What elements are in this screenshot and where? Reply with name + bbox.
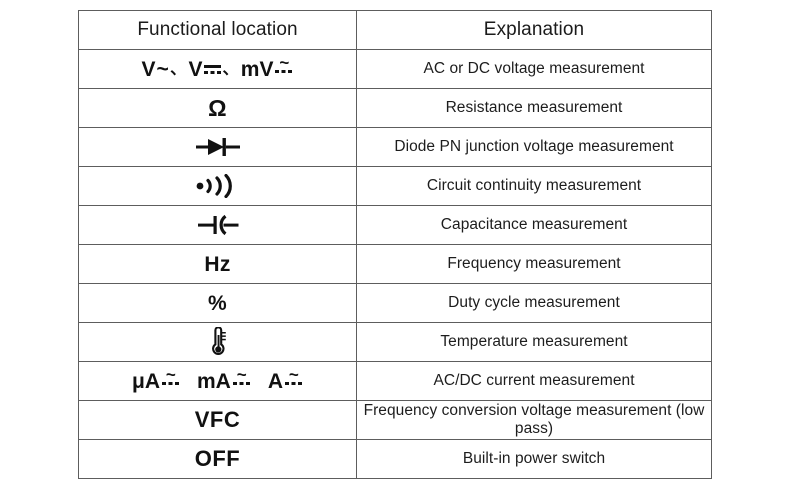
symbol-v-ac: V~	[141, 57, 170, 81]
symbol-cell-diode	[78, 127, 357, 167]
table-row: OFF Built-in power switch	[78, 439, 712, 479]
voltage-symbol-group: V~ 、 V 、 mV~	[79, 50, 356, 88]
ohm-icon: Ω	[208, 94, 227, 121]
symbol-cell-resistance: Ω	[78, 88, 357, 128]
explanation-cell: AC/DC current measurement	[356, 361, 712, 401]
symbol-cell-capacitance	[78, 205, 357, 245]
percent-label: %	[208, 291, 227, 315]
capacitor-icon	[197, 214, 239, 236]
explanation-cell: Built-in power switch	[356, 439, 712, 479]
symbol-amp-acdc: A~	[268, 366, 304, 392]
functional-location-table: Functional location Explanation V~ 、 V 、…	[78, 10, 712, 479]
symbol-separator: 、	[170, 61, 187, 78]
explanation-cell: Diode PN junction voltage measurement	[356, 127, 712, 167]
explanation-cell: Frequency conversion voltage measurement…	[356, 400, 712, 440]
diode-icon	[195, 136, 240, 158]
hz-label: Hz	[204, 252, 231, 276]
symbol-cell-duty-cycle: %	[78, 283, 357, 323]
symbol-cell-temperature	[78, 322, 357, 362]
table-row: Capacitance measurement	[78, 205, 712, 245]
table-row: Hz Frequency measurement	[78, 244, 712, 284]
current-symbol-group: μA~ mA~ A~	[79, 362, 356, 400]
symbol-mv-acdc: mV~	[241, 54, 294, 80]
symbol-microamp-acdc: μA~	[132, 366, 180, 392]
continuity-icon	[195, 173, 241, 199]
symbol-separator: 、	[222, 61, 239, 78]
off-label: OFF	[194, 446, 241, 471]
explanation-cell: Temperature measurement	[356, 322, 712, 362]
table-row: Temperature measurement	[78, 322, 712, 362]
explanation-cell: Duty cycle measurement	[356, 283, 712, 323]
explanation-cell: Frequency measurement	[356, 244, 712, 284]
explanation-cell: Capacitance measurement	[356, 205, 712, 245]
vfc-label: VFC	[194, 407, 241, 432]
symbol-cell-off: OFF	[78, 439, 357, 479]
column-header-functional-location: Functional location	[78, 10, 357, 50]
symbol-milliamp-acdc: mA~	[197, 366, 251, 392]
symbol-cell-vfc: VFC	[78, 400, 357, 440]
table-row: VFC Frequency conversion voltage measure…	[78, 400, 712, 440]
thermometer-icon	[209, 326, 227, 357]
symbol-cell-continuity	[78, 166, 357, 206]
explanation-cell: AC or DC voltage measurement	[356, 49, 712, 89]
explanation-cell: Resistance measurement	[356, 88, 712, 128]
table-row: Ω Resistance measurement	[78, 88, 712, 128]
symbol-v-dc: V	[188, 59, 222, 80]
table-header-row: Functional location Explanation	[78, 10, 712, 50]
symbol-cell-frequency: Hz	[78, 244, 357, 284]
table-row: Diode PN junction voltage measurement	[78, 127, 712, 167]
table-row: % Duty cycle measurement	[78, 283, 712, 323]
explanation-cell: Circuit continuity measurement	[356, 166, 712, 206]
symbol-cell-voltage: V~ 、 V 、 mV~	[78, 49, 357, 89]
symbol-cell-current: μA~ mA~ A~	[78, 361, 357, 401]
table-row: μA~ mA~ A~ AC/DC current measurement	[78, 361, 712, 401]
column-header-explanation: Explanation	[356, 10, 712, 50]
table-row: Circuit continuity measurement	[78, 166, 712, 206]
table-row: V~ 、 V 、 mV~ AC or DC voltage measuremen…	[78, 49, 712, 89]
